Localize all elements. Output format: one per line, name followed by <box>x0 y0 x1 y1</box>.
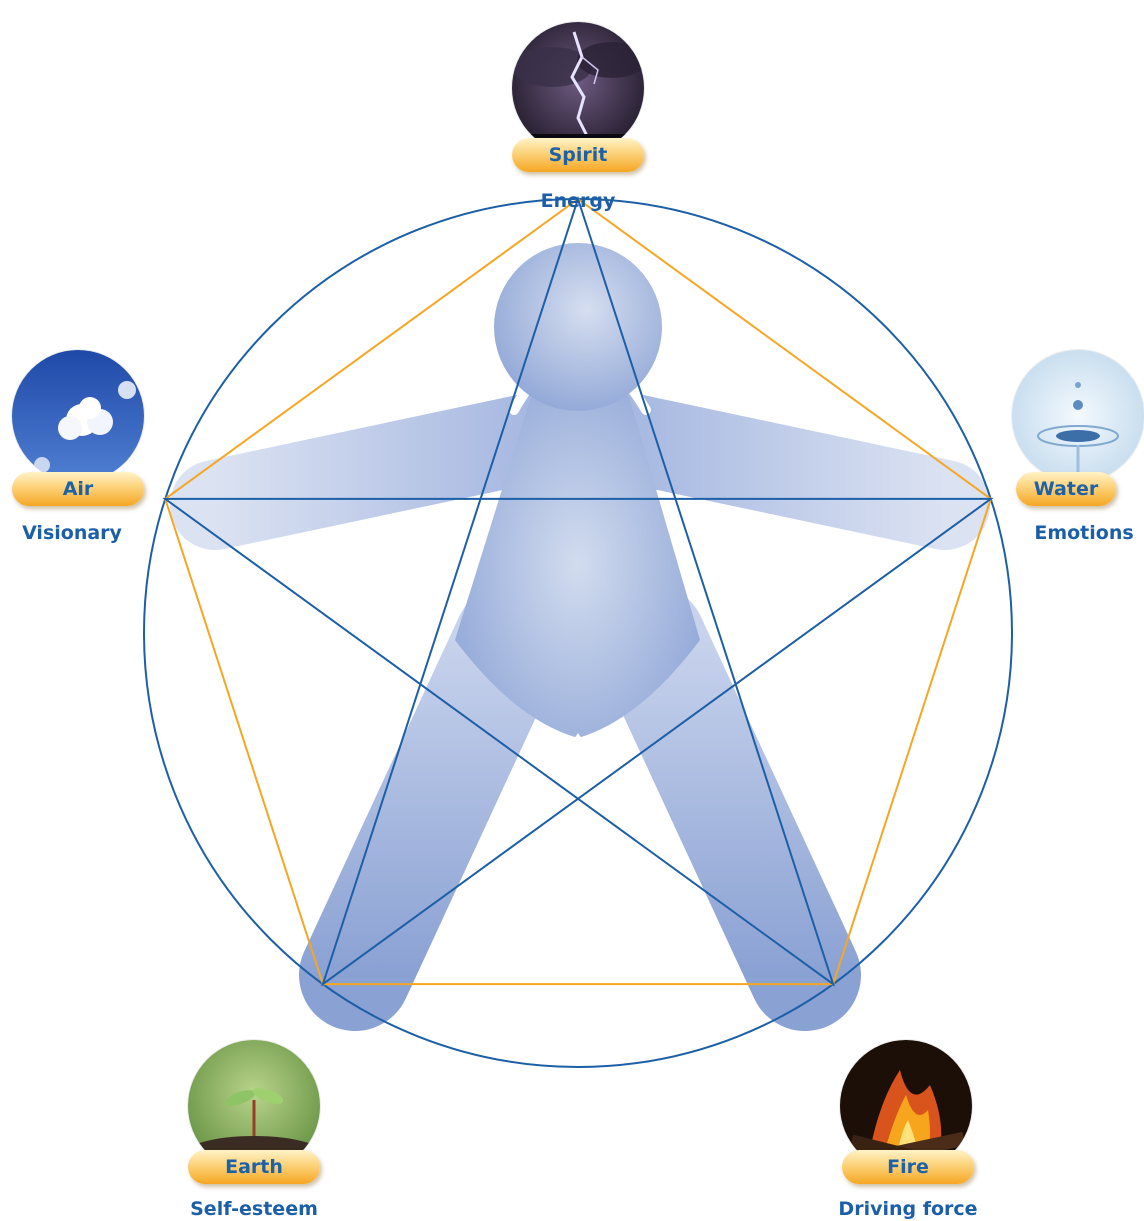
element-node-spirit: Spirit Energy <box>512 22 682 212</box>
pentagon <box>164 197 992 986</box>
human-figure <box>170 243 990 1031</box>
left-arm <box>170 390 590 550</box>
water-drop-photo <box>1012 350 1144 482</box>
element-label-earth: Earth <box>188 1150 320 1184</box>
element-label-air: Air <box>12 472 144 506</box>
right-leg <box>594 584 861 1031</box>
leg-gap <box>500 733 656 850</box>
element-label-spirit: Spirit <box>512 138 644 172</box>
left-leg <box>299 584 566 1031</box>
element-quality-emotions: Emotions <box>1034 522 1134 544</box>
element-quality-driving-force: Driving force <box>838 1198 978 1220</box>
torso <box>455 352 700 738</box>
element-node-earth: Earth Self-esteem <box>188 1040 358 1220</box>
right-arm <box>570 390 990 550</box>
element-label-fire: Fire <box>842 1150 974 1184</box>
element-label-water: Water <box>1016 472 1116 506</box>
lightning-storm-photo <box>512 22 644 154</box>
head <box>494 243 662 411</box>
element-node-water: Water Emotions <box>1012 350 1144 550</box>
element-node-air: Air Visionary <box>12 350 182 550</box>
element-node-fire: Fire Driving force <box>838 1040 1010 1220</box>
element-quality-energy: Energy <box>540 190 616 212</box>
cloud-sky-photo <box>12 350 144 482</box>
element-quality-self-esteem: Self-esteem <box>190 1198 318 1220</box>
element-quality-visionary: Visionary <box>22 522 122 544</box>
pentagram-star <box>162 195 994 987</box>
